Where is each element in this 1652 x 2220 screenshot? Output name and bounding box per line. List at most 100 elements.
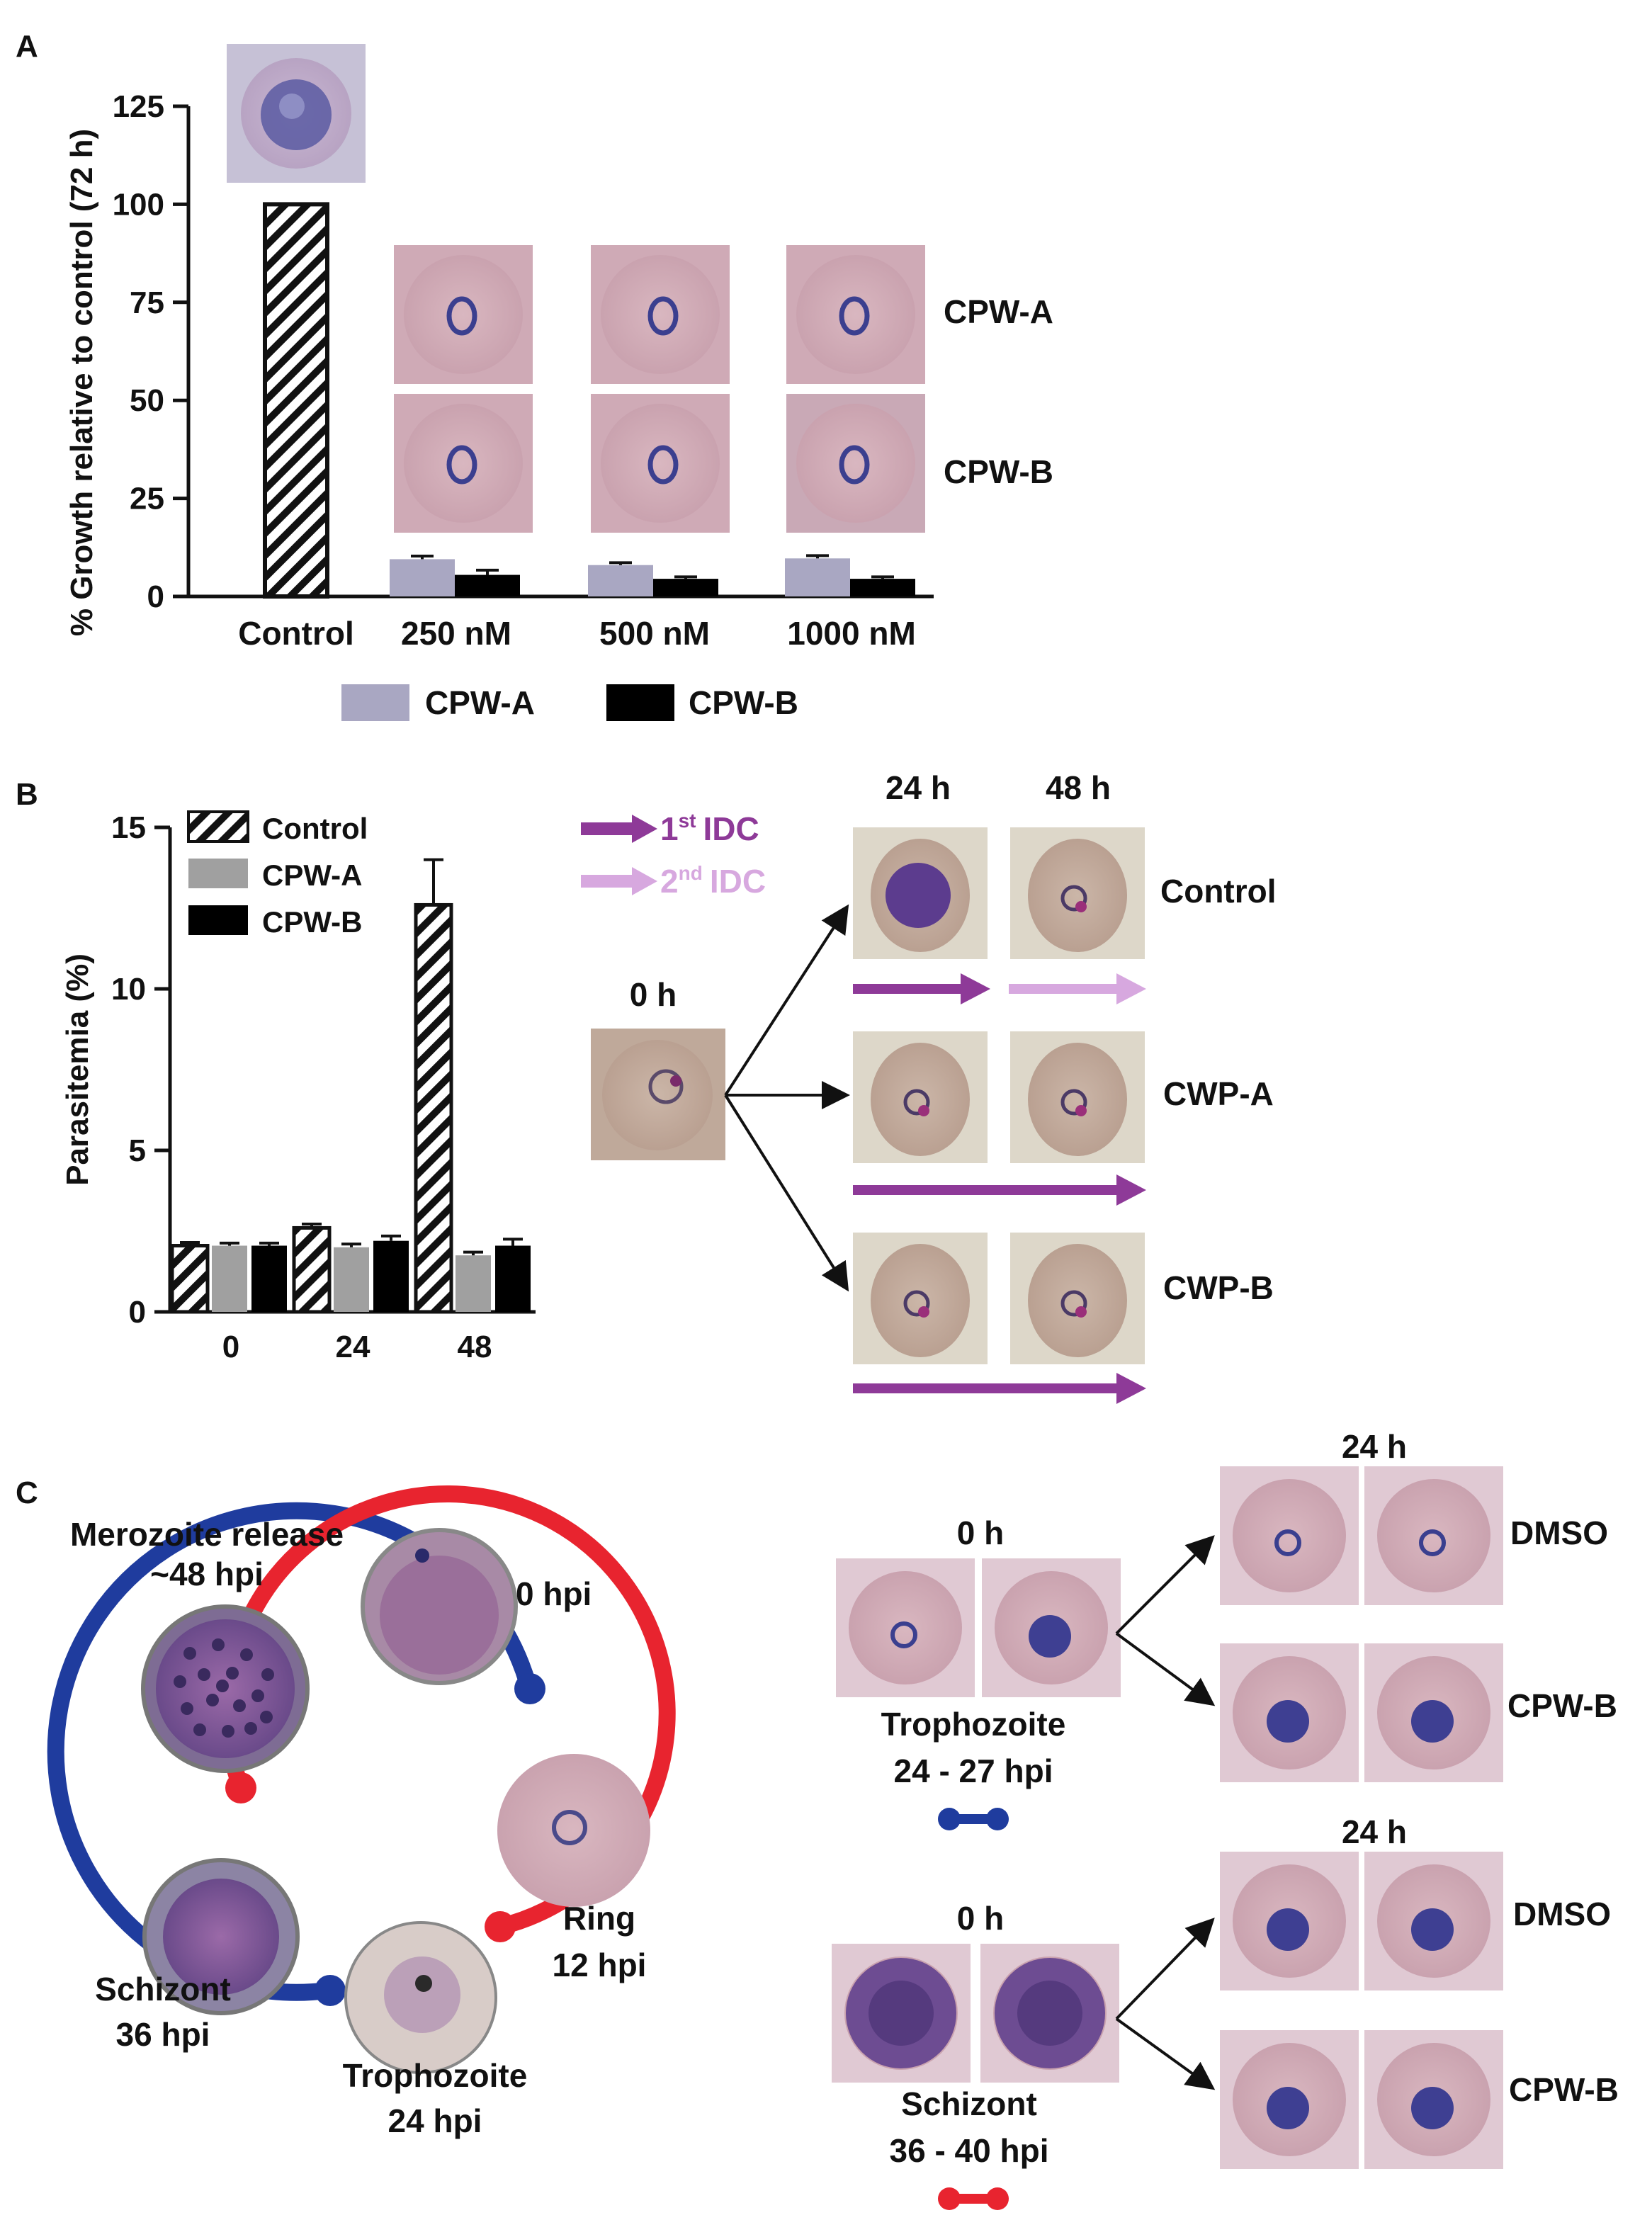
chart-b-ytick-label: 5 [129,1133,146,1168]
cycle-label-merozoite-1: Merozoite release [70,1516,344,1553]
trophozoite-parasite [1411,1700,1454,1743]
chart-a-ytick-label: 75 [130,285,164,320]
trophozoite-parasite [1267,1700,1309,1743]
legend-label-control: Control [262,812,368,845]
chart-b-bar [414,902,453,1314]
ring-parasite [839,445,870,485]
rbc-cell [601,404,720,523]
merozoite-dot [216,1680,229,1692]
parasite-nucleus [1075,1306,1087,1318]
legend-swatch-control [187,810,249,843]
chart-a-ytick-label: 50 [130,383,164,418]
b-time-48h: 48 h [1046,769,1111,806]
legend-label-cpw-a-b: CPW-A [262,859,362,892]
chart-a-bar [455,574,520,596]
c-label-troph-1: Trophozoite [881,1706,1066,1743]
trophozoite-parasite [886,863,951,928]
c-dumbbell-red [938,2187,1009,2210]
rbc-cell [1028,839,1127,952]
merozoite-dot [206,1694,219,1706]
b-idc-arrows [853,973,1146,1404]
b-time-24h: 24 h [886,769,951,806]
trophozoite-parasite [1411,2087,1454,2129]
chart-b-xtick-label: 48 [458,1330,492,1364]
rbc-cell [871,1244,970,1357]
cycle-label-ring-2: 12 hpi [553,1947,647,1983]
chart-a-micrographs [227,44,925,533]
c-time-24h-top: 24 h [1342,1428,1407,1465]
b-row-label-cwp-a: CWP-A [1163,1075,1274,1112]
chart-a-bar [850,579,915,596]
merozoite-dot [193,1723,206,1736]
legend-label-cpw-b: CPW-B [689,684,798,721]
cycle-label-schizont-1: Schizont [95,1971,231,2007]
legend-swatch-cpw-a-gray [188,859,248,888]
cycle-diagram [47,1485,676,2074]
chart-b-ytick-label: 15 [111,810,146,845]
merozoite-dot [260,1711,273,1723]
merozoite-dot [261,1668,274,1681]
merozoite-dot [212,1638,225,1651]
c-row-label-dmso-1: DMSO [1510,1514,1608,1551]
rbc-cell [1028,1244,1127,1357]
merozoite-dot [233,1699,246,1712]
chart-a-xtick-label: 1000 nM [787,615,916,652]
ring-parasite [1274,1529,1301,1556]
c-row-label-cpwb-1: CPW-B [1507,1687,1617,1724]
parasite-nucleus [918,1306,929,1318]
chart-b-bar [373,1240,409,1312]
parasite-nucleus [918,1105,929,1116]
merozoite-dot [244,1722,257,1735]
merozoite-dot [240,1648,253,1661]
chart-b-bar [292,1225,332,1314]
chart-a-xtick-label: Control [238,615,354,652]
chart-b-ylabel: Parasitemia (%) [60,953,95,1186]
chart-b-bar [456,1255,491,1312]
legend-swatch-cpw-b [606,684,674,721]
c-label-schizont-2: 36 - 40 hpi [890,2132,1049,2169]
panel-label-c: C [16,1476,38,1510]
ring-parasite [446,445,477,485]
chart-b-ytick-label: 10 [111,972,146,1007]
chart-a-bar [390,559,455,596]
trophozoite-parasite [1267,1908,1309,1951]
ring-parasite [1419,1529,1446,1556]
chart-b-xtick-label: 24 [336,1330,370,1364]
cycle-label-merozoite-2: ~48 hpi [150,1556,264,1592]
rbc-cell [404,404,523,523]
legend-swatch-cpw-a [341,684,409,721]
parasite-nucleus [1075,1105,1087,1116]
rbc-cell [796,404,915,523]
rbc-cell [871,1043,970,1156]
chart-b-bar [495,1245,531,1312]
schizont-core [1017,1981,1082,2046]
rbc-cell [404,255,523,374]
b-arrow-control [724,904,849,1097]
chart-a-xtick-label: 250 nM [401,615,511,652]
ring-parasite [890,1621,917,1648]
legend-label-cpw-b-b: CPW-B [262,905,362,939]
c-time-0h-bottom: 0 h [957,1900,1004,1937]
c-row-label-cpwb-2: CPW-B [1509,2071,1619,2108]
panel-label-a: A [16,29,38,64]
parasite-nucleus [1075,901,1087,912]
chart-a-bar [653,579,718,596]
chart-a-row-label-cpw-b: CPW-B [944,453,1053,490]
ring-parasite [903,1089,930,1116]
schizont-core [869,1981,934,2046]
c-label-schizont-1: Schizont [901,2085,1037,2122]
cycle-label-0hpi: 0 hpi [516,1575,592,1612]
chart-b-ytick-label: 0 [129,1295,146,1330]
cycle-label-ring-1: Ring [563,1900,635,1937]
chart-a-ytick-label: 100 [113,187,164,222]
chart-a-bar [263,202,329,599]
b-row-label-control: Control [1160,873,1277,910]
legend-swatch-cpw-b-black [188,905,248,935]
chart-a-ytick-label: 0 [147,579,164,614]
cycle-label-troph-1: Trophozoite [343,2057,528,2094]
cycle-cell-ring [497,1754,650,1907]
